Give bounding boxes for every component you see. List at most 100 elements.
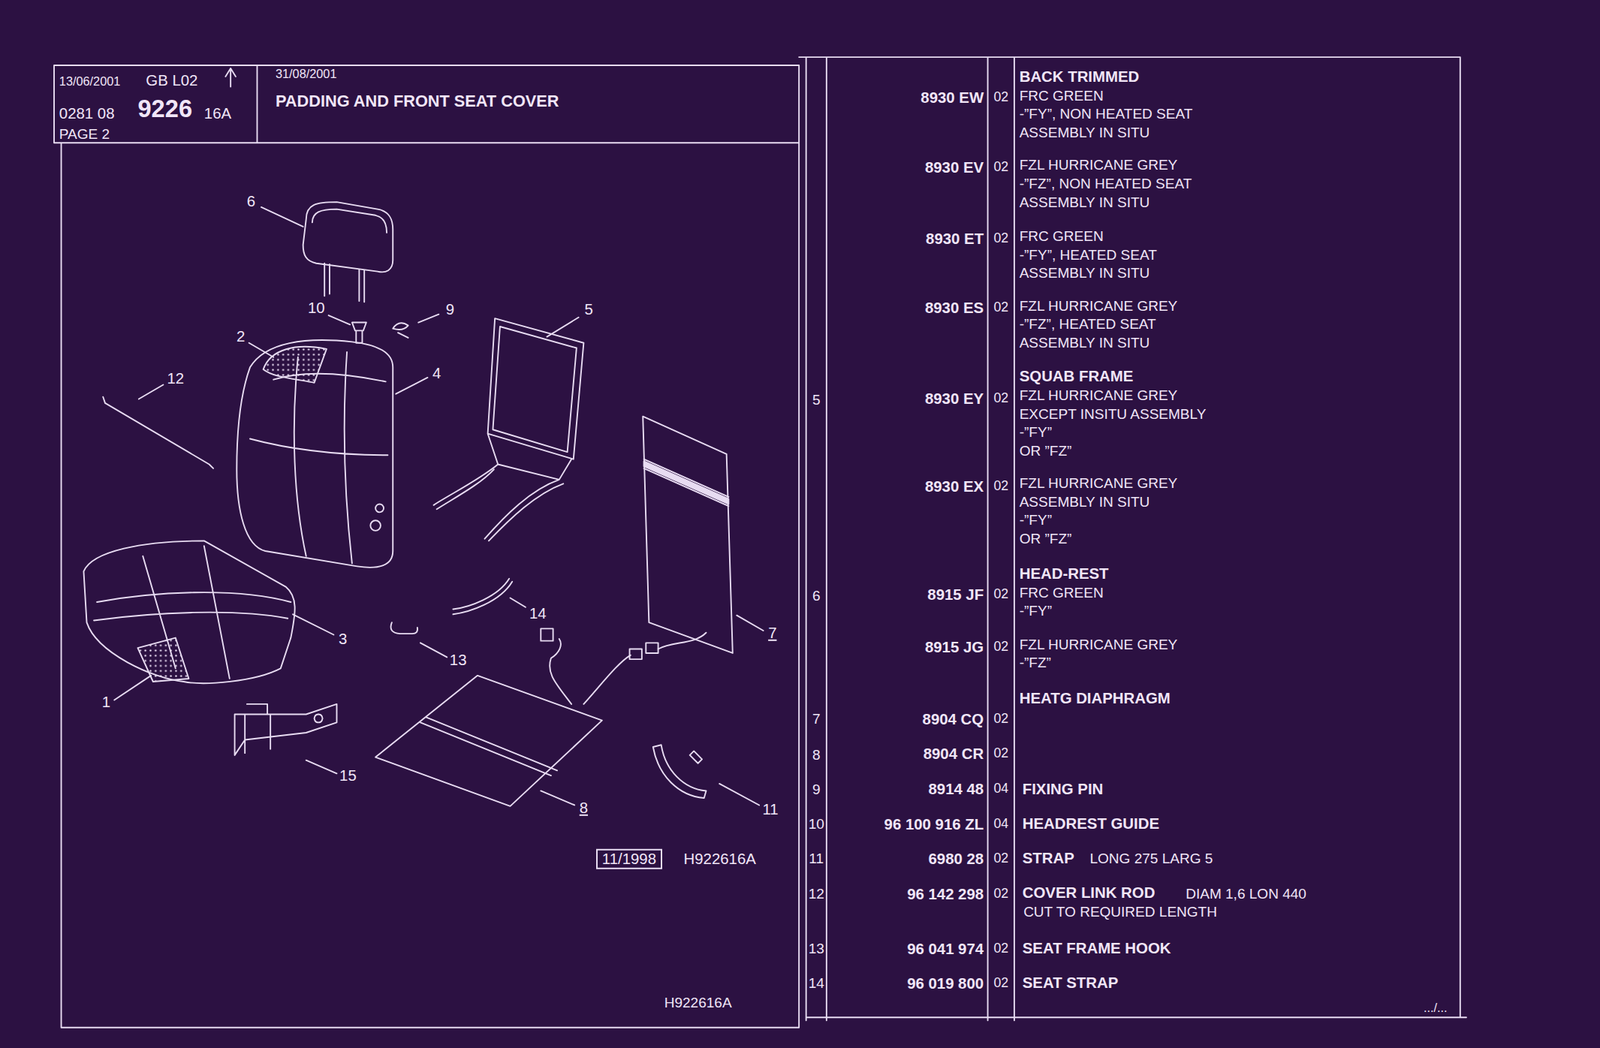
- quantity: 02: [993, 747, 1009, 762]
- backrest-seams: [250, 352, 388, 564]
- header-text: GB L02: [145, 72, 198, 89]
- reference-number: 6980 28: [928, 850, 984, 868]
- callout-number: 4: [432, 364, 441, 382]
- leader-line: [540, 790, 575, 805]
- leader-line: [261, 207, 304, 227]
- item-number: 10: [808, 816, 825, 833]
- part-heading: STRAP: [1022, 849, 1075, 867]
- description: ASSEMBLY IN SITU: [1019, 265, 1151, 282]
- reference-number: 8904 CR: [923, 745, 984, 763]
- callout-number: 10: [307, 299, 326, 317]
- description: ASSEMBLY IN SITU: [1019, 334, 1151, 351]
- description: -”FY”: [1019, 603, 1052, 620]
- description: ASSEMBLY IN SITU: [1019, 494, 1151, 510]
- strap-tie: [653, 744, 707, 799]
- description: CUT TO REQUIRED LENGTH: [1023, 904, 1218, 921]
- seat-frame-hook: [391, 622, 419, 634]
- dotted-patch: [137, 638, 189, 682]
- leader-line: [395, 377, 428, 395]
- headrest: [303, 201, 394, 272]
- seat-seams: [93, 545, 291, 679]
- header-text: PAGE 2: [59, 126, 110, 143]
- description: -”FZ”: [1019, 655, 1052, 672]
- description: OR ”FZ”: [1019, 442, 1073, 459]
- description: FZL HURRICANE GREY: [1019, 476, 1179, 492]
- seat-strap: [452, 578, 513, 615]
- leader-line: [420, 642, 447, 657]
- leader-line: [510, 598, 526, 608]
- quantity: 02: [993, 587, 1009, 603]
- quantity: 02: [993, 159, 1009, 175]
- description: ASSEMBLY IN SITU: [1019, 195, 1151, 211]
- callout-number: 2: [236, 328, 245, 345]
- reference-number: 8915 JG: [925, 638, 984, 655]
- callout-number: 8: [579, 799, 588, 817]
- callout-number: 5: [584, 301, 594, 318]
- callout-number: 9: [445, 301, 455, 318]
- dotted-patch: [263, 346, 327, 383]
- leader-line: [138, 384, 164, 399]
- callout-number: 15: [339, 767, 357, 784]
- hole: [375, 503, 384, 513]
- description: LONG 275 LARG 5: [1089, 851, 1213, 868]
- leader-line: [306, 760, 338, 775]
- description: FRC GREEN: [1019, 584, 1104, 601]
- description: -”FY”, NON HEATED SEAT: [1019, 106, 1194, 123]
- description: FZL HURRICANE GREY: [1019, 157, 1179, 174]
- link-rod: [102, 397, 214, 469]
- bracket: [235, 704, 338, 756]
- drawing-note: H922616A: [683, 850, 757, 868]
- leader-line: [546, 317, 579, 338]
- seat-cushion: [83, 540, 295, 684]
- leader-line: [292, 614, 334, 635]
- description: FZL HURRICANE GREY: [1019, 298, 1179, 314]
- part-heading: SQUAB FRAME: [1019, 367, 1134, 385]
- item-number: 9: [812, 781, 821, 798]
- item-number: 11: [808, 851, 824, 868]
- callout-number: 1: [102, 693, 111, 711]
- wiring: [549, 632, 706, 705]
- description: FZL HURRICANE GREY: [1019, 636, 1179, 653]
- headrest-posts: [324, 263, 365, 303]
- up-arrow: [225, 68, 236, 87]
- item-number: 13: [808, 940, 825, 957]
- leader-line: [418, 314, 439, 323]
- reference-number: 8930 EW: [920, 89, 984, 106]
- leader-line: [719, 783, 760, 806]
- connector-plug: [629, 649, 642, 660]
- description: -”FZ”, NON HEATED SEAT: [1019, 175, 1193, 192]
- description: DIAM 1,6 LON 440: [1185, 885, 1307, 902]
- drawing-note: .../...: [1423, 1001, 1448, 1016]
- callout-number: 13: [449, 651, 468, 669]
- description: FRC GREEN: [1019, 87, 1104, 104]
- page-title: PADDING AND FRONT SEAT COVER: [275, 92, 560, 111]
- quantity: 02: [993, 976, 1009, 991]
- part-heading: FIXING PIN: [1022, 780, 1104, 797]
- quantity: 02: [993, 231, 1009, 246]
- description: ASSEMBLY IN SITU: [1019, 124, 1151, 141]
- part-heading: BACK TRIMMED: [1019, 68, 1140, 85]
- reference-number: 8930 ES: [925, 299, 984, 317]
- part-heading: HEAD-REST: [1019, 565, 1109, 582]
- heating-diaphragm: [375, 675, 603, 807]
- reference-number: 96 142 298: [906, 885, 984, 902]
- callout-number: 7: [768, 623, 777, 641]
- fixing-pin: [392, 322, 408, 338]
- reference-number: 8930 EY: [925, 390, 984, 407]
- leader-line: [736, 615, 763, 631]
- quantity: 04: [993, 816, 1009, 832]
- reference-number: 8914 48: [928, 780, 984, 797]
- callout-number: 11: [762, 801, 779, 818]
- reference-number: 8930 ET: [925, 230, 984, 248]
- description: FRC GREEN: [1019, 229, 1104, 245]
- reference-number: 96 019 800: [906, 975, 984, 992]
- quantity: 02: [993, 852, 1009, 867]
- description: -”FY”, HEATED SEAT: [1019, 247, 1158, 263]
- leader-line: [249, 343, 275, 358]
- item-number: 8: [812, 747, 821, 763]
- item-number: 5: [812, 391, 821, 408]
- callout-number: 6: [247, 192, 256, 210]
- item-number: 6: [812, 587, 821, 604]
- callout-number: 3: [338, 630, 347, 648]
